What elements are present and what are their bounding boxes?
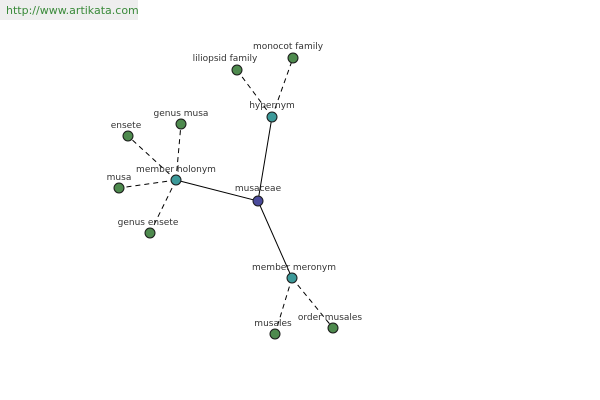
edge-holonym-ensete xyxy=(127,135,177,181)
node-member-holonym[interactable] xyxy=(170,174,182,186)
node-musales[interactable] xyxy=(269,328,281,340)
node-member-meronym[interactable] xyxy=(286,272,298,284)
label-monocot-family[interactable]: monocot family xyxy=(253,42,324,52)
label-liliopsid-family[interactable]: liliopsid family xyxy=(193,54,258,64)
label-order-musales[interactable]: order musales xyxy=(298,313,363,323)
label-member-holonym[interactable]: member holonym xyxy=(136,165,216,175)
node-musa[interactable] xyxy=(113,182,125,194)
edge-musaceae-member-holonym xyxy=(175,179,259,202)
site-url-link[interactable]: http://www.artikata.com xyxy=(6,4,139,17)
label-ensete[interactable]: ensete xyxy=(111,121,142,131)
node-order-musales[interactable] xyxy=(327,322,339,334)
label-hypernym[interactable]: hypernym xyxy=(249,101,295,111)
edge-meronym-musales xyxy=(274,277,293,335)
edge-musaceae-hypernym xyxy=(257,116,273,202)
label-musales[interactable]: musales xyxy=(254,319,292,329)
label-genus-ensete[interactable]: genus ensete xyxy=(118,218,179,228)
edge-hypernym-monocot-family xyxy=(271,57,294,118)
node-genus-ensete[interactable] xyxy=(144,227,156,239)
edge-meronym-order-musales xyxy=(291,277,334,329)
node-hypernym[interactable] xyxy=(266,111,278,123)
node-ensete[interactable] xyxy=(122,130,134,142)
edge-musaceae-member-meronym xyxy=(257,200,293,279)
node-monocot-family[interactable] xyxy=(287,52,299,64)
label-musa[interactable]: musa xyxy=(107,173,132,183)
edge-holonym-genus-ensete xyxy=(149,179,177,234)
edge-holonym-genus-musa xyxy=(175,123,182,181)
label-genus-musa[interactable]: genus musa xyxy=(154,109,209,119)
label-member-meronym[interactable]: member meronym xyxy=(252,263,336,273)
edge-hypernym-liliopsid-family xyxy=(236,69,273,118)
label-musaceae[interactable]: musaceae xyxy=(235,184,282,194)
edge-holonym-musa xyxy=(118,179,177,189)
node-musaceae[interactable] xyxy=(252,195,264,207)
node-genus-musa[interactable] xyxy=(175,118,187,130)
url-banner: http://www.artikata.com xyxy=(0,0,139,20)
node-liliopsid-family[interactable] xyxy=(231,64,243,76)
